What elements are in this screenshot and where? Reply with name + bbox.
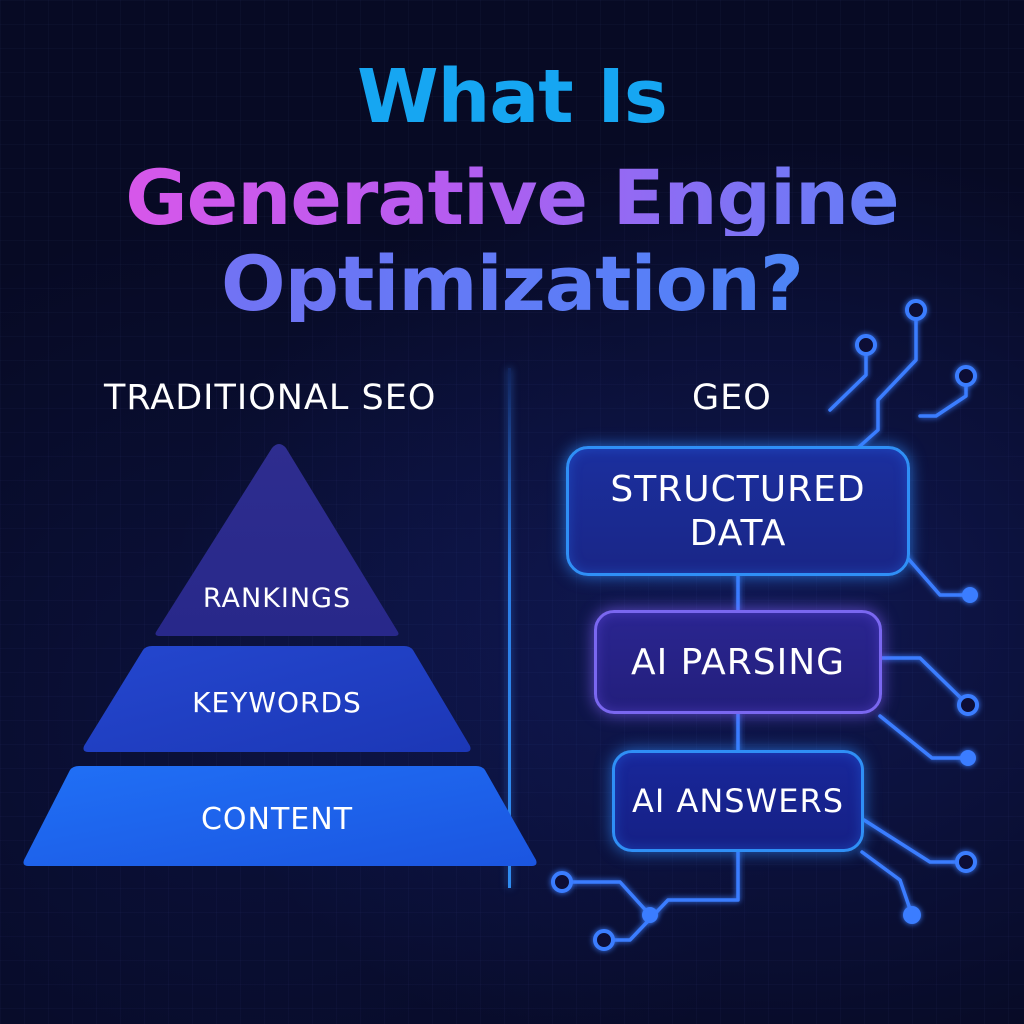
geo-step-ai-answers: AI ANSWERS bbox=[612, 750, 864, 852]
pyramid-label-content: CONTENT bbox=[200, 802, 354, 837]
structured-data-line-1: STRUCTURED bbox=[610, 469, 866, 510]
pyramid-bottom-tier bbox=[23, 766, 537, 866]
pyramid-top-tier bbox=[155, 444, 399, 636]
pyramid-label-keywords: KEYWORDS bbox=[192, 686, 362, 719]
traditional-seo-heading: TRADITIONAL SEO bbox=[104, 378, 437, 418]
title-line-3: Optimization? bbox=[0, 246, 1024, 322]
column-divider bbox=[508, 368, 511, 888]
circuit-nodes bbox=[551, 299, 979, 951]
pyramid-label-rankings: RANKINGS bbox=[202, 583, 352, 614]
title-line-1: What Is bbox=[357, 54, 668, 140]
geo-step-structured-data: STRUCTURED DATA bbox=[566, 446, 910, 576]
structured-data-line-2: DATA bbox=[689, 513, 787, 554]
pyramid-middle-tier bbox=[83, 646, 471, 752]
geo-heading: GEO bbox=[692, 378, 772, 418]
title-line-2: Generative Engine bbox=[0, 160, 1024, 236]
geo-step-ai-parsing: AI PARSING bbox=[594, 610, 882, 714]
